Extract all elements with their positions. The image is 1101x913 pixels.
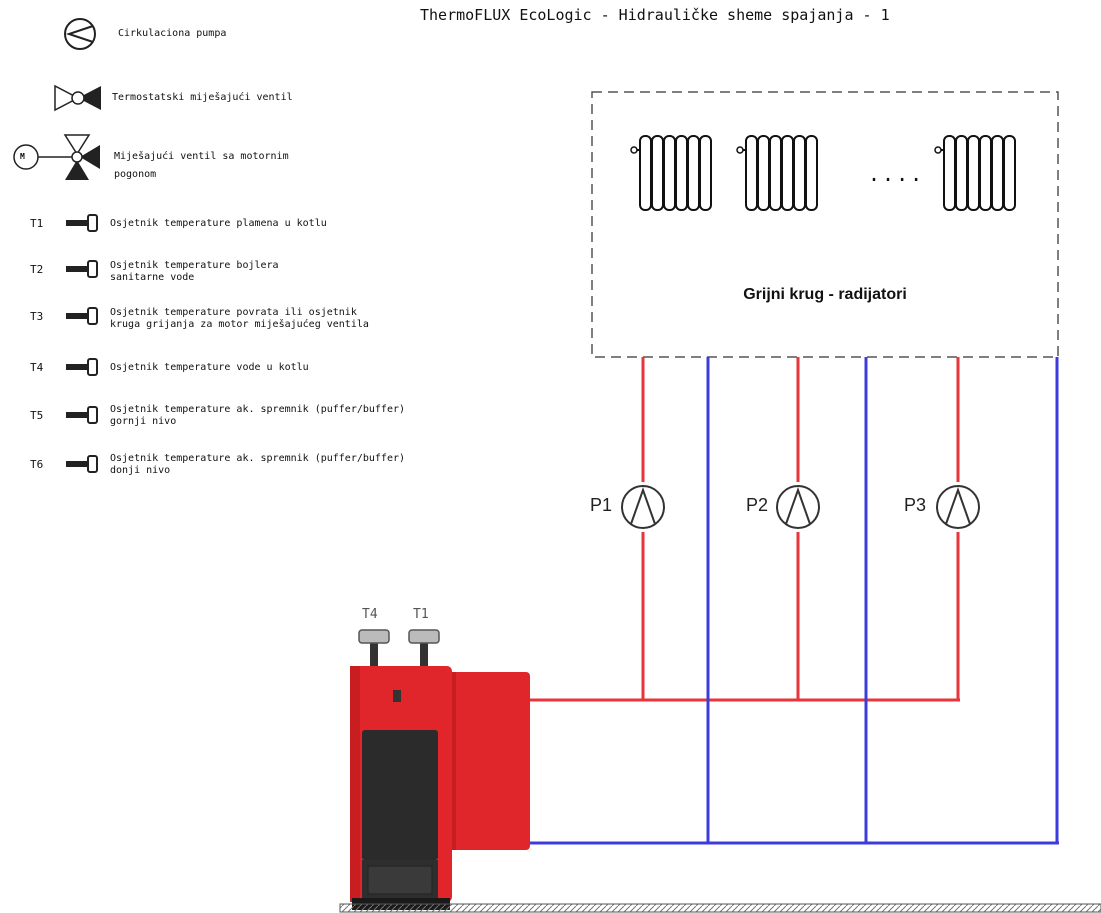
- pump-p3-icon: [936, 485, 980, 529]
- legend-sensor-icon-t5: [65, 406, 98, 424]
- floor: [339, 903, 1101, 913]
- radiator-2: [736, 135, 818, 211]
- legend-code-t6: T6: [30, 458, 44, 471]
- radiator-ellipsis: ....: [868, 162, 925, 186]
- legend-sensor-t2-text: Osjetnik temperature bojlera sanitarne v…: [110, 260, 279, 283]
- heating-circuit-boundary: [591, 91, 1059, 358]
- legend-sensor-t6-text: Osjetnik temperature ak. spremnik (puffe…: [110, 453, 406, 476]
- legend-code-t5: T5: [30, 409, 44, 422]
- legend-motor-badge: M: [20, 152, 25, 161]
- legend-motor-valve-icon: [13, 134, 100, 180]
- legend-code-t2: T2: [30, 263, 44, 276]
- legend-sensor-t4-text: Osjetnik temperature vode u kotlu: [110, 362, 309, 373]
- legend-sensor-icon-t1: [65, 214, 98, 232]
- diagram-title: ThermoFLUX EcoLogic - Hidrauličke sheme …: [420, 6, 890, 24]
- legend-motor-valve-label: Miješajući ventil sa motornim pogonom: [114, 151, 289, 180]
- radiator-1: [630, 135, 712, 211]
- heating-circuit-label: Grijni krug - radijatori: [743, 286, 907, 303]
- pump-p1-icon: [621, 485, 665, 529]
- legend-sensor-icon-t6: [65, 455, 98, 473]
- legend-sensor-icon-t2: [65, 260, 98, 278]
- legend-code-t3: T3: [30, 310, 44, 323]
- return-pipes: [528, 357, 1059, 845]
- legend-code-t1: T1: [30, 217, 44, 230]
- legend-sensor-t3-text: Osjetnik temperature povrata ili osjetni…: [110, 307, 369, 330]
- boiler-sensor-label-t4: T4: [362, 607, 378, 622]
- pump-label-p1: P1: [590, 495, 613, 515]
- legend-pump-icon: [64, 18, 96, 50]
- legend-thermostatic-valve-icon: [54, 84, 101, 112]
- legend-sensor-t1-text: Osjetnik temperature plamena u kotlu: [110, 218, 327, 229]
- legend-sensor-t5-text: Osjetnik temperature ak. spremnik (puffe…: [110, 404, 406, 427]
- legend-thermostatic-valve-label: Termostatski miješajući ventil: [112, 92, 293, 103]
- pump-label-p2: P2: [746, 495, 769, 515]
- legend-circulation-pump-label: Cirkulaciona pumpa: [118, 28, 227, 39]
- boiler: [350, 629, 530, 910]
- boiler-sensor-label-t1: T1: [413, 607, 429, 622]
- legend-code-t4: T4: [30, 361, 44, 374]
- pump-p2-icon: [776, 485, 820, 529]
- legend-sensor-icon-t3: [65, 307, 98, 325]
- pump-label-p3: P3: [904, 495, 927, 515]
- legend-sensor-icon-t4: [65, 358, 98, 376]
- supply-pipes: [528, 357, 960, 702]
- radiator-3: [934, 135, 1016, 211]
